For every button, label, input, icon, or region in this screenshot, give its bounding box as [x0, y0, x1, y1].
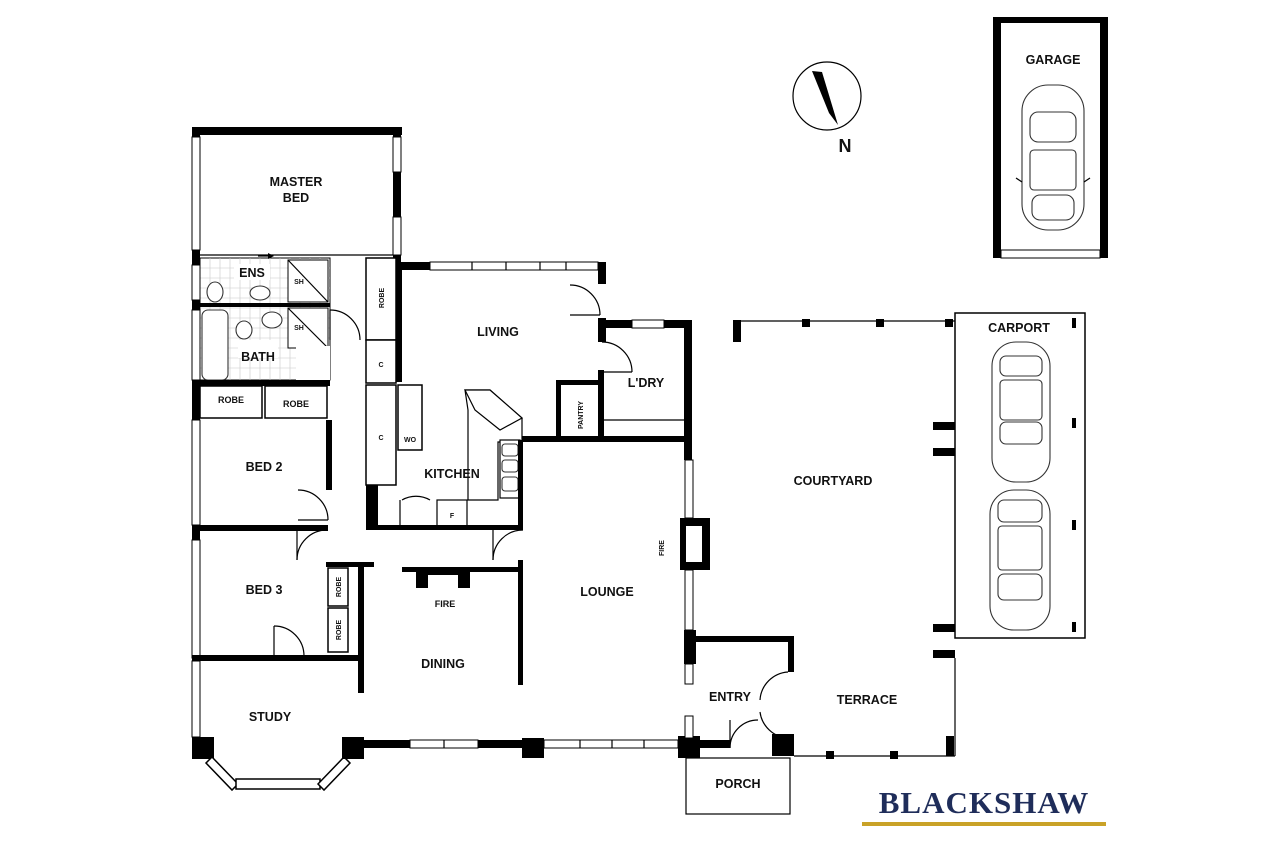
lounge: FIRE LOUNGE — [492, 436, 710, 758]
robe-label-5: ROBE — [336, 620, 343, 641]
shower-label-2: SH — [294, 325, 304, 332]
porch-label: PORCH — [715, 777, 760, 791]
dining-label: DINING — [421, 657, 465, 671]
robe-label-1: ROBE — [379, 288, 386, 309]
pantry-label: PANTRY — [578, 401, 585, 429]
courtyard: COURTYARD TERRACE — [733, 319, 956, 759]
entry: ENTRY — [684, 636, 794, 756]
brand-underline — [862, 822, 1106, 826]
dining-fire-label: FIRE — [435, 599, 456, 609]
study-label: STUDY — [249, 710, 292, 724]
study: STUDY — [191, 660, 364, 792]
basin-icon — [249, 285, 271, 301]
master-bed-label-1: MASTER — [270, 175, 323, 189]
basin-icon — [261, 311, 283, 329]
laundry: PANTRY L'DRY — [522, 319, 692, 442]
garage: GARAGE — [993, 17, 1108, 259]
bed2-label: BED 2 — [246, 460, 283, 474]
robe-label-2: ROBE — [218, 395, 244, 405]
carport: CARPORT — [954, 312, 1086, 639]
bathtub-icon — [201, 309, 229, 381]
north-arrow-icon — [812, 71, 838, 125]
sink-icon — [501, 443, 519, 457]
robes-row: ROBE ROBE — [192, 380, 330, 420]
dining-room: FIRE DINING — [358, 560, 528, 749]
robe-label-3: ROBE — [283, 399, 309, 409]
entry-label: ENTRY — [709, 690, 752, 704]
terrace-label: TERRACE — [837, 693, 897, 707]
shower-label-1: SH — [294, 279, 304, 286]
living-label: LIVING — [477, 325, 519, 339]
porch: PORCH — [685, 757, 791, 815]
bedroom-3: ROBE ROBE BED 3 — [191, 525, 374, 661]
master-bed-label-2: BED — [283, 191, 309, 205]
compass-label: N — [839, 136, 852, 156]
lounge-label: LOUNGE — [580, 585, 633, 599]
kitchen-label: KITCHEN — [424, 467, 480, 481]
car-icon — [1015, 84, 1091, 231]
kitchen: F KITCHEN — [366, 389, 524, 530]
robes-column: ROBE C C WO — [329, 257, 423, 486]
living-room: LIVING — [396, 261, 606, 382]
cupboard-label-2: C — [378, 435, 383, 442]
ensuite: SH SH ENS BATH — [191, 253, 331, 381]
toilet-icon — [235, 320, 253, 340]
bedroom-2: BED 2 — [191, 419, 332, 531]
bed3-label: BED 3 — [246, 583, 283, 597]
car-icon — [991, 341, 1051, 483]
car-icon — [989, 489, 1051, 631]
wo-label: WO — [404, 437, 417, 444]
cooktop-icon — [501, 476, 519, 492]
bath-label: BATH — [241, 350, 275, 364]
courtyard-label: COURTYARD — [794, 474, 873, 488]
carport-label: CARPORT — [988, 321, 1050, 335]
garage-label: GARAGE — [1026, 53, 1081, 67]
sink-icon — [501, 459, 519, 473]
laundry-label: L'DRY — [628, 376, 665, 390]
robe-label-4: ROBE — [336, 577, 343, 598]
lounge-fire-label: FIRE — [659, 540, 666, 556]
brand-logo: BLACKSHAW — [878, 785, 1090, 820]
ens-label: ENS — [239, 266, 265, 280]
toilet-icon — [206, 281, 224, 303]
cupboard-label-1: C — [378, 362, 383, 369]
compass: N — [792, 61, 862, 156]
fridge-label: F — [450, 513, 455, 520]
